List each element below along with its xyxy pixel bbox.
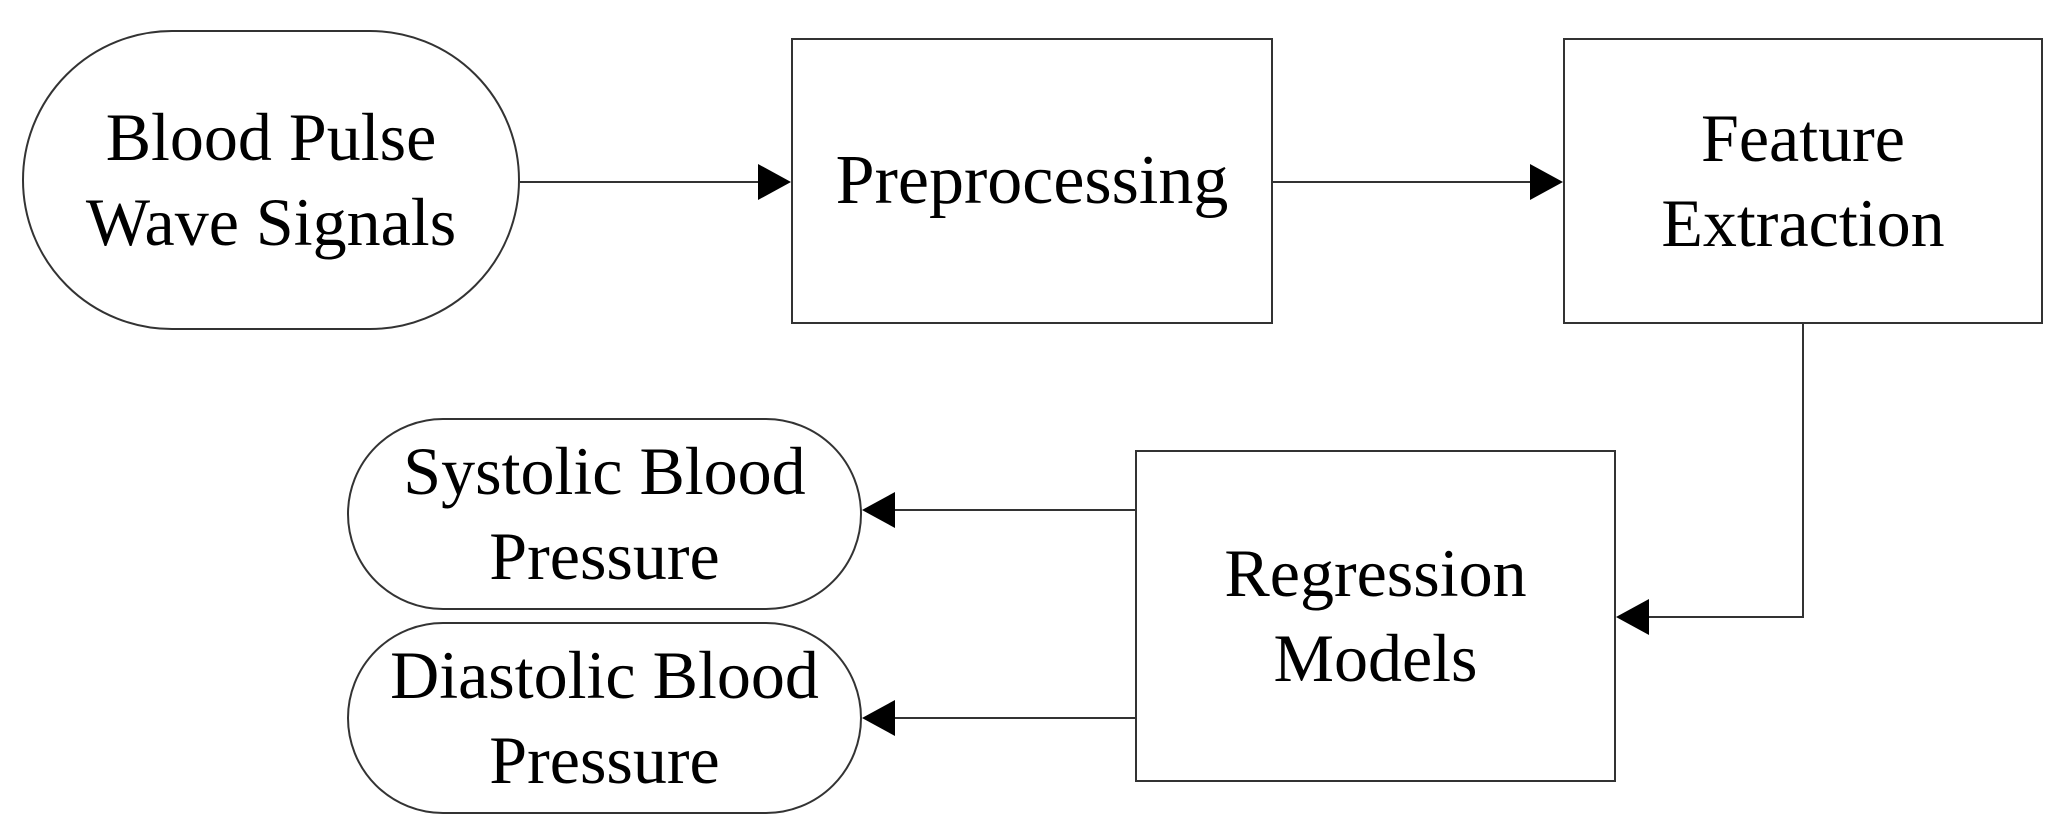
node-label-line: Diastolic Blood (390, 637, 819, 713)
node-label-line: Pressure (489, 518, 720, 594)
arrowhead-systolic (862, 492, 895, 528)
diastolic-blood-pressure-node: Diastolic Blood Pressure (347, 622, 862, 814)
arrowhead-diastolic (862, 700, 895, 736)
node-label-line: Extraction (1661, 185, 1945, 261)
node-label-line: Models (1273, 620, 1478, 696)
node-label-line: Feature (1701, 100, 1905, 176)
preprocessing-node: Preprocessing (791, 38, 1273, 324)
node-label-line: Regression (1224, 535, 1527, 611)
feature-extraction-node: Feature Extraction (1563, 38, 2043, 324)
arrow-feature-extraction-to-regression (1648, 324, 1804, 618)
node-label-line: Preprocessing (835, 142, 1229, 220)
systolic-blood-pressure-node: Systolic Blood Pressure (347, 418, 862, 610)
arrowhead-feature-extraction (1530, 164, 1563, 200)
arrowhead-preprocessing (758, 164, 791, 200)
arrowhead-regression (1616, 599, 1649, 635)
node-label-line: Systolic Blood (403, 433, 806, 509)
node-label-line: Wave Signals (85, 184, 457, 260)
node-label-line: Pressure (489, 722, 720, 798)
blood-pulse-wave-signals-node: Blood Pulse Wave Signals (22, 30, 520, 330)
regression-models-node: Regression Models (1135, 450, 1616, 782)
node-label-line: Blood Pulse (105, 99, 437, 175)
